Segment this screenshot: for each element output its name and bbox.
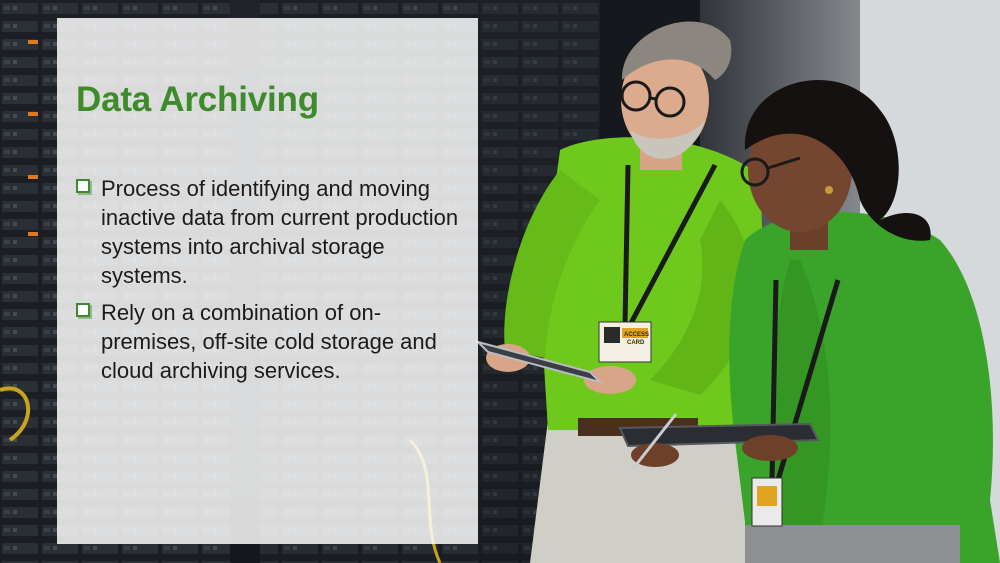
bullet-text: Process of identifying and moving inacti… [101, 176, 459, 288]
content-panel: Data Archiving Process of identifying an… [57, 18, 478, 544]
checkbox-bullet-icon [76, 179, 90, 193]
access-card-text: ACCESS [624, 332, 649, 338]
bullet-item: Process of identifying and moving inacti… [76, 174, 471, 290]
bullet-text: Rely on a combination of on-premises, of… [101, 300, 437, 383]
checkbox-bullet-icon [76, 303, 90, 317]
svg-text:CARD: CARD [627, 340, 645, 346]
bullet-item: Rely on a combination of on-premises, of… [76, 298, 471, 385]
slide-title: Data Archiving [76, 80, 319, 119]
